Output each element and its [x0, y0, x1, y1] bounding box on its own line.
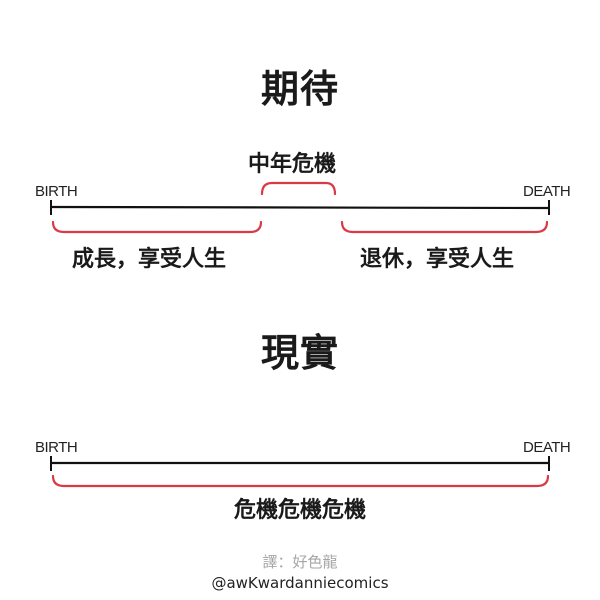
- retirement-bracket: [340, 220, 549, 234]
- early-life-bracket: [51, 220, 263, 234]
- midlife-label: 中年危機: [248, 152, 337, 177]
- early-life-label: 成長，享受人生: [72, 247, 227, 272]
- whole-life-bracket: [51, 474, 550, 488]
- artist-credit: @awKwardanniecomics: [211, 574, 389, 592]
- expectation-birth-label: BIRTH: [35, 183, 78, 200]
- expectation-title: 期待: [260, 67, 339, 111]
- retirement-label: 退休，享受人生: [360, 247, 515, 272]
- midlife-bracket: [260, 181, 337, 196]
- translator-credit: 譯：好色龍: [262, 553, 338, 571]
- whole-life-label: 危機危機危機: [233, 498, 366, 523]
- reality-title: 現實: [260, 331, 339, 375]
- expectation-timeline: [49, 205, 551, 210]
- reality-death-label: DEATH: [523, 439, 571, 456]
- expectation-death-label: DEATH: [523, 183, 571, 200]
- reality-birth-label: BIRTH: [35, 439, 78, 456]
